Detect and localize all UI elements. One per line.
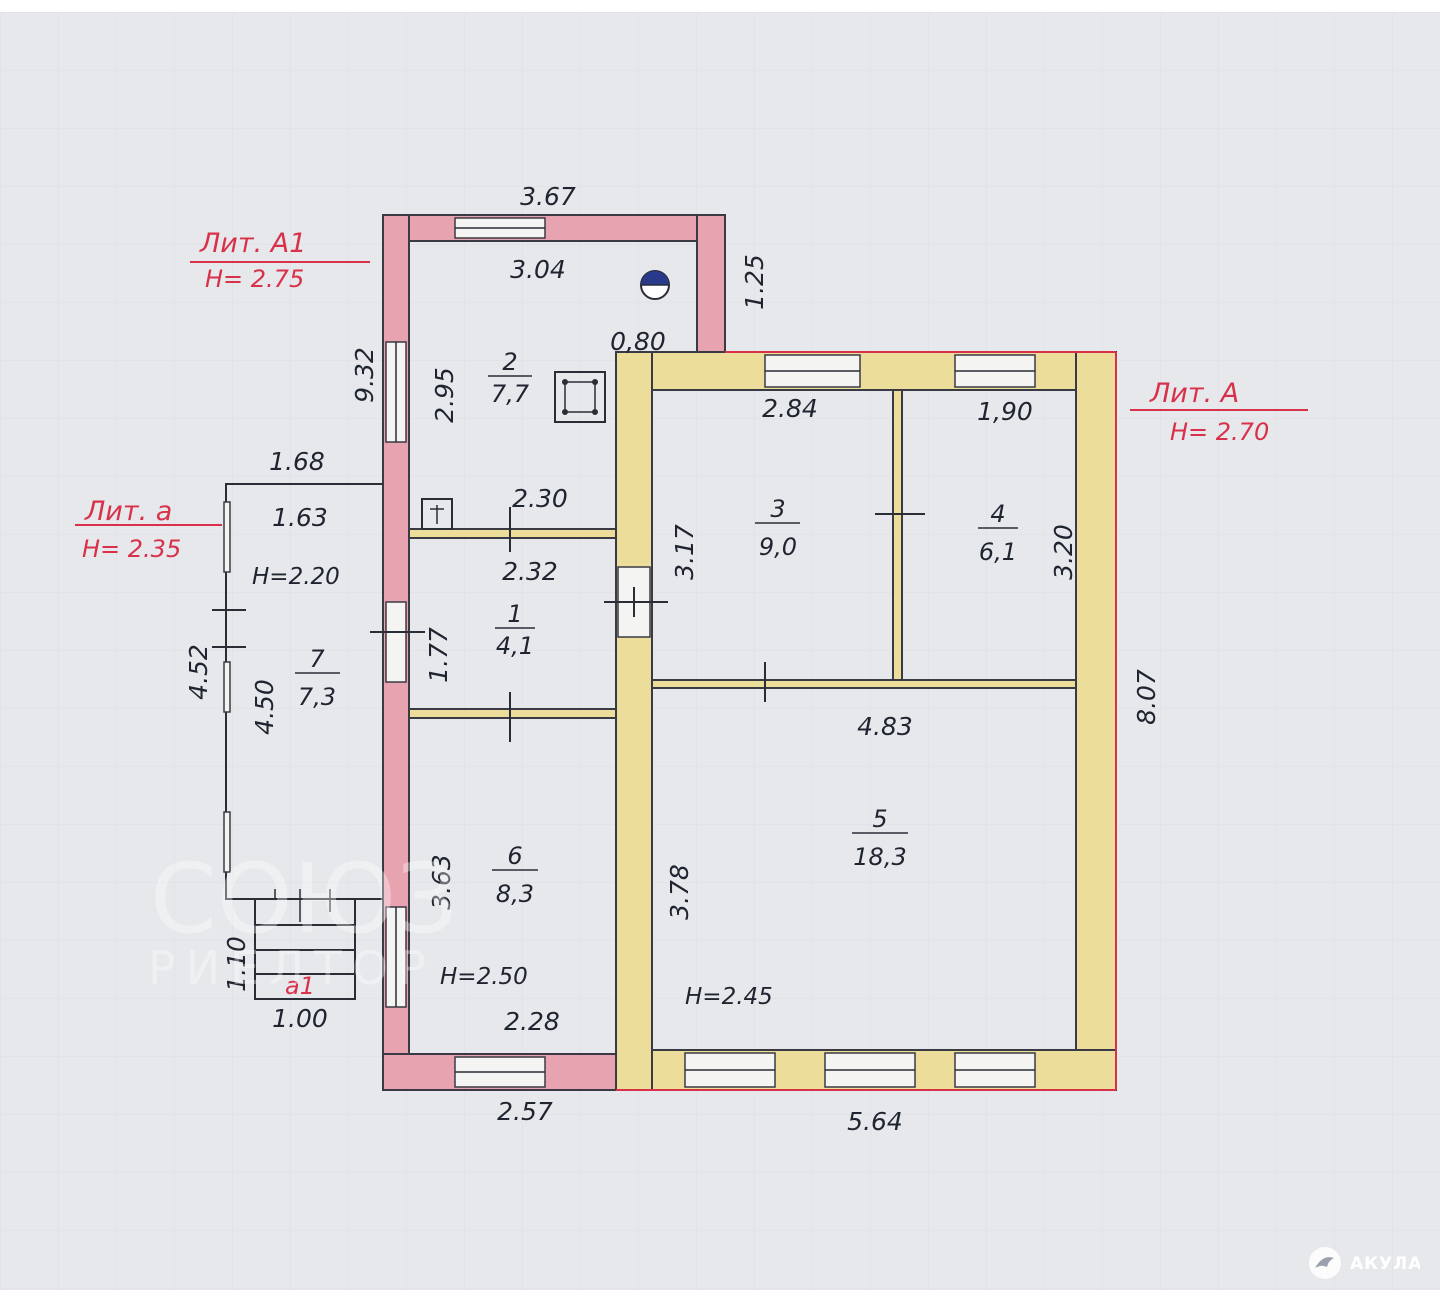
- lit-a-label: Лит. А Н= 2.70: [1130, 378, 1308, 446]
- svg-text:9,0: 9,0: [759, 533, 797, 561]
- svg-text:АКУЛА: АКУЛА: [1350, 1254, 1420, 1274]
- svg-text:2.57: 2.57: [497, 1097, 553, 1126]
- svg-text:1.77: 1.77: [424, 627, 453, 683]
- svg-text:Н= 2.70: Н= 2.70: [1170, 418, 1269, 446]
- paper-grid: [0, 12, 1440, 1290]
- svg-text:7,7: 7,7: [491, 380, 530, 408]
- room-7-height: Н=2.20: [252, 564, 340, 590]
- shark-logo-icon: [1309, 1247, 1341, 1279]
- svg-text:Лит. А1: Лит. А1: [199, 228, 306, 259]
- svg-text:5.64: 5.64: [847, 1107, 903, 1136]
- svg-text:1.25: 1.25: [740, 254, 769, 310]
- porch-a1: [254, 889, 356, 1000]
- room-6-label: 6 8,3: [492, 842, 538, 908]
- svg-text:7: 7: [309, 645, 325, 673]
- lit-a1-label: Лит. А1 Н= 2.75: [190, 228, 370, 293]
- partitions: [370, 389, 1077, 742]
- svg-text:7,3: 7,3: [298, 683, 336, 711]
- svg-text:4: 4: [990, 500, 1005, 528]
- room-7-label: 7 7,3: [295, 645, 340, 711]
- svg-text:2.84: 2.84: [762, 394, 818, 423]
- svg-text:3.78: 3.78: [665, 864, 694, 920]
- svg-text:СОЮЗ: СОЮЗ: [150, 843, 458, 955]
- svg-text:0,80: 0,80: [610, 327, 666, 356]
- svg-text:3.63: 3.63: [427, 854, 456, 910]
- svg-text:1,90: 1,90: [977, 397, 1033, 426]
- room-2-label: 2 7,7: [488, 348, 532, 408]
- watermark: СОЮЗ РИЕЛТОР: [148, 843, 458, 995]
- svg-text:3.67: 3.67: [520, 182, 576, 211]
- svg-text:8,3: 8,3: [496, 880, 534, 908]
- svg-text:2.30: 2.30: [512, 484, 568, 513]
- svg-text:2.95: 2.95: [430, 367, 459, 423]
- stove-symbol: [554, 371, 606, 423]
- room-6-height: Н=2.50: [440, 964, 528, 990]
- room-1-label: 1 4,1: [495, 600, 535, 660]
- svg-text:6: 6: [507, 842, 522, 870]
- svg-text:6,1: 6,1: [979, 538, 1017, 566]
- svg-text:1.68: 1.68: [269, 447, 325, 476]
- room-5-height: Н=2.45: [685, 984, 773, 1010]
- svg-text:8.07: 8.07: [1132, 669, 1161, 725]
- svg-text:1.10: 1.10: [222, 936, 251, 992]
- svg-text:5: 5: [872, 805, 887, 833]
- svg-text:РИЕЛТОР: РИЕЛТОР: [148, 941, 436, 995]
- svg-text:3.04: 3.04: [510, 255, 566, 284]
- svg-text:Н= 2.35: Н= 2.35: [82, 535, 181, 563]
- room-3-label: 3 9,0: [755, 495, 800, 561]
- brand-name: АКУЛА: [1350, 1254, 1420, 1274]
- svg-text:1.63: 1.63: [272, 503, 328, 532]
- lit-a1-walls: [382, 214, 726, 1091]
- svg-text:4,1: 4,1: [496, 632, 534, 660]
- floor-plan-sheet: Лит. А1 Н= 2.75 Лит. А Н= 2.70 Лит. а Н=…: [0, 12, 1440, 1290]
- svg-text:3.20: 3.20: [1049, 524, 1078, 580]
- room-4-label: 4 6,1: [978, 500, 1018, 566]
- lit-a-small-label: Лит. а Н= 2.35: [75, 496, 222, 563]
- brand-badge: АКУЛА: [1308, 1246, 1420, 1280]
- svg-text:2: 2: [502, 348, 517, 376]
- svg-text:Н= 2.75: Н= 2.75: [205, 265, 304, 293]
- svg-text:2.32: 2.32: [502, 557, 558, 586]
- svg-text:Лит. а: Лит. а: [84, 496, 172, 527]
- room-5-label: 5 18,3: [852, 805, 908, 871]
- sink-symbol: [421, 498, 453, 530]
- boiler-symbol: [640, 270, 670, 300]
- svg-text:2.28: 2.28: [504, 1007, 560, 1036]
- svg-text:4.50: 4.50: [250, 679, 279, 735]
- svg-text:9.32: 9.32: [350, 347, 379, 403]
- svg-text:1.00: 1.00: [272, 1004, 328, 1033]
- svg-text:3: 3: [770, 495, 785, 523]
- svg-text:Лит. А: Лит. А: [1149, 378, 1239, 409]
- svg-text:4.52: 4.52: [184, 644, 213, 700]
- svg-text:4.83: 4.83: [857, 712, 913, 741]
- svg-text:1: 1: [507, 600, 522, 628]
- dimensions-vertical: 1.25 9.32 2.95 3.17 3.20 8.07 1.77 4.52 …: [184, 254, 1161, 992]
- svg-text:3.17: 3.17: [670, 524, 699, 580]
- porch-label: а1: [285, 972, 315, 1000]
- dimensions-horizontal: 3.67 3.04 0,80 2.84 1,90 1.68 1.63 2.30 …: [269, 182, 1033, 1136]
- svg-text:18,3: 18,3: [853, 843, 906, 871]
- lit-a-walls: [604, 351, 1117, 1091]
